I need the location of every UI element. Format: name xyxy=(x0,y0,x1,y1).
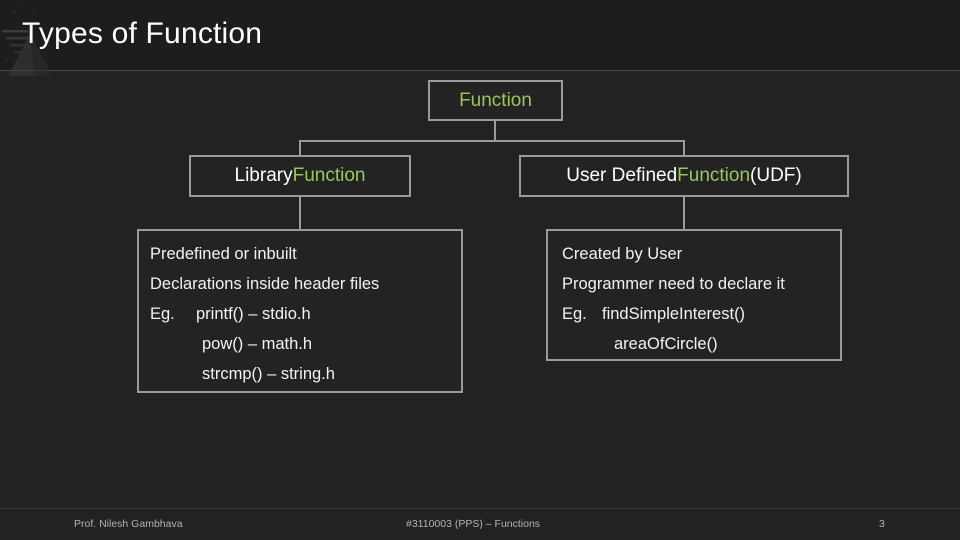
example-text: findSimpleInterest() xyxy=(602,305,746,323)
connector-library-to-details xyxy=(299,196,301,230)
node-library-function[interactable]: Library Function xyxy=(189,155,411,197)
node-user-defined-function[interactable]: User Defined Function (UDF) xyxy=(519,155,849,197)
detail-line-indent: strcmp() – string.h xyxy=(202,365,335,383)
node-udf-label-green: Function xyxy=(677,165,751,186)
example-label: Eg. xyxy=(562,305,587,323)
node-library-label-green: Function xyxy=(292,165,366,186)
example-text: printf() – stdio.h xyxy=(196,305,311,323)
footer-author: Prof. Nilesh Gambhava xyxy=(74,518,183,530)
example-label: Eg. xyxy=(150,305,175,323)
connector-root-stem xyxy=(494,121,496,141)
detail-box-user-defined-function: Created by User Programmer need to decla… xyxy=(546,229,842,361)
node-function-root[interactable]: Function xyxy=(428,80,563,121)
detail-line-indent: areaOfCircle() xyxy=(614,335,718,353)
connector-to-udf xyxy=(683,140,685,156)
detail-box-library-function: Predefined or inbuilt Declarations insid… xyxy=(137,229,463,393)
node-udf-label-tail: (UDF) xyxy=(750,165,802,186)
detail-line: Programmer need to declare it xyxy=(562,275,785,293)
connector-udf-to-details xyxy=(683,196,685,230)
node-library-label-white: Library xyxy=(234,165,293,186)
detail-line: Declarations inside header files xyxy=(150,275,380,293)
connector-horizontal-bus xyxy=(299,140,685,142)
footer-page-number: 3 xyxy=(879,518,885,530)
detail-line-example: Eg. findSimpleInterest() xyxy=(562,299,840,329)
detail-line: Created by User xyxy=(562,245,683,263)
page-title: Types of Function xyxy=(22,17,263,50)
footer-course-label: #3110003 (PPS) – Functions xyxy=(406,518,541,530)
header-band xyxy=(0,0,960,70)
connector-to-library xyxy=(299,140,301,156)
detail-line-example: Eg. printf() – stdio.h xyxy=(150,299,461,329)
node-udf-label-white: User Defined xyxy=(566,165,678,186)
detail-line: Predefined or inbuilt xyxy=(150,245,297,263)
detail-line-indent: pow() – math.h xyxy=(202,335,313,353)
footer-divider xyxy=(0,508,960,509)
header-divider xyxy=(0,70,960,71)
node-root-label: Function xyxy=(459,89,532,111)
